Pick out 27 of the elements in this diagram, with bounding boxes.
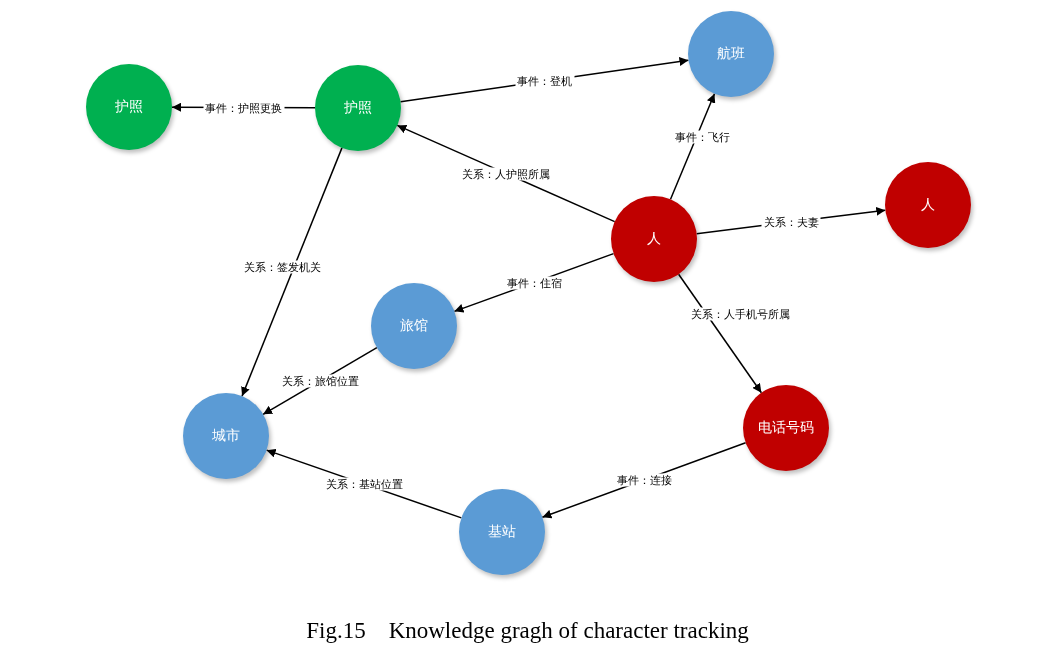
edge-label: 事件：连接 [614, 473, 674, 487]
arrow [241, 147, 343, 397]
arrow [677, 273, 763, 394]
node-label: 护照 [115, 98, 143, 116]
edge-label: 关系：基站位置 [323, 477, 405, 491]
arrow [669, 92, 716, 201]
node-label: 护照 [344, 99, 372, 117]
node-label: 航班 [717, 45, 745, 63]
node-label: 基站 [488, 523, 516, 541]
edge-label: 关系：签发机关 [241, 260, 323, 274]
node-label: 人 [921, 196, 935, 214]
edge-label: 事件：登机 [515, 74, 574, 88]
edge-label: 事件：住宿 [504, 276, 564, 289]
node-label: 城市 [212, 427, 240, 445]
edge-label: 关系：人护照所属 [460, 167, 552, 180]
node-label: 电话号码 [758, 419, 814, 437]
caption: Fig.15 Knowledge gragh of character tracking [306, 618, 749, 643]
node-label: 旅馆 [400, 317, 428, 335]
entity-circle [611, 196, 697, 282]
edge-label: 关系：人手机号所属 [688, 307, 792, 320]
entity-circle [743, 385, 829, 471]
edge-label: 关系：夫妻 [761, 215, 821, 229]
entity-circle [371, 283, 457, 369]
edge-label: 事件：护照更换 [203, 101, 284, 114]
node-label: 人 [647, 230, 661, 248]
edge-label: 事件：飞行 [673, 130, 732, 143]
edge-label: 关系：旅馆位置 [279, 374, 361, 388]
